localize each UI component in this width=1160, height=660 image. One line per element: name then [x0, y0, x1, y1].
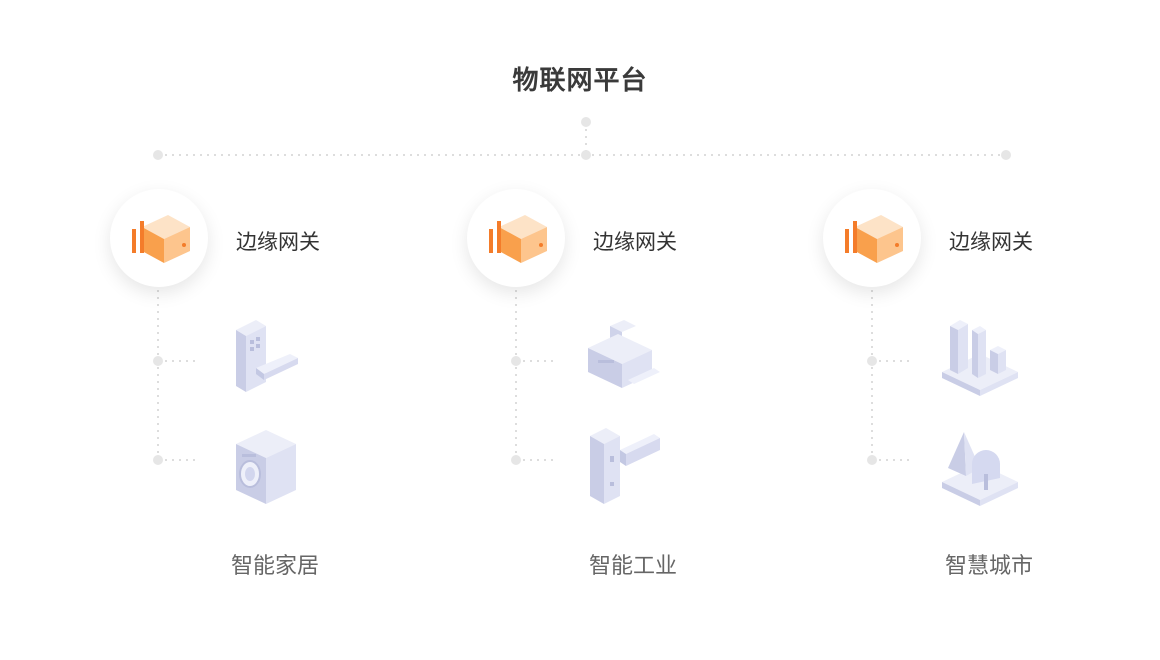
gateway-icon [132, 215, 190, 263]
city-landmark-icon [942, 432, 1018, 506]
gateway-label: 边缘网关 [949, 230, 1033, 254]
gateway-node [110, 189, 208, 287]
category-label-smart-industry: 智能工业 [588, 554, 677, 579]
gateway-label: 边缘网关 [593, 230, 677, 254]
gateway-label: 边缘网关 [236, 230, 320, 254]
category-label-smart-home: 智能家居 [230, 554, 319, 579]
gateway-icon [489, 215, 547, 263]
category-label-smart-city: 智慧城市 [944, 554, 1033, 579]
gateway-node [467, 189, 565, 287]
city-buildings-icon [942, 320, 1018, 396]
gateway-node [823, 189, 921, 287]
factory-machine-icon [590, 428, 660, 504]
washing-machine-icon [236, 430, 296, 504]
gateway-icon [845, 215, 903, 263]
printer-icon [588, 320, 660, 388]
page-title: 物联网平台 [512, 66, 648, 96]
door-lock-icon [236, 320, 298, 392]
